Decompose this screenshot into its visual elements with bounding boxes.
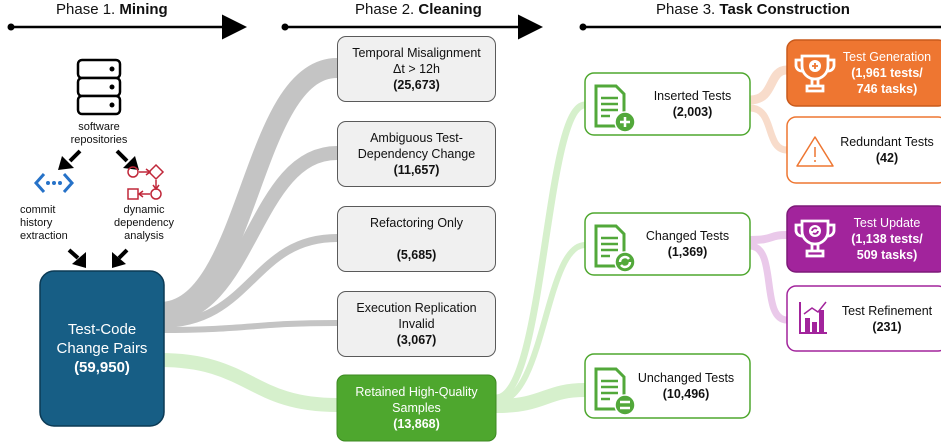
document-refresh-icon [594, 224, 636, 273]
task-redundant-tests: Redundant Tests (42) [840, 135, 934, 165]
cleaning-ambiguous-change: Ambiguous Test- Dependency Change (11,65… [337, 121, 496, 187]
orange-flows [749, 65, 788, 154]
green-flows-tests [495, 101, 587, 413]
test-update-box-bg [786, 205, 941, 273]
warning-icon [796, 136, 834, 167]
phase-2-title: Phase 2. Cleaning [355, 1, 482, 18]
trophy-plus-icon [794, 54, 836, 93]
dependency-analysis-label: dynamic dependency analysis [114, 204, 174, 242]
trophy-refresh-icon [794, 219, 836, 258]
test-code-change-pairs: Test-Code Change Pairs (59,950) [56, 321, 148, 376]
repositories-label: software repositories [70, 121, 128, 146]
cleaning-retained-samples: Retained High-Quality Samples (13,868) [355, 385, 478, 431]
changed-tests: Changed Tests (1,369) [645, 229, 730, 259]
task-test-generation: Test Generation (1,961 tests/ 746 tasks) [842, 50, 932, 96]
cleaning-refactoring-only: Refactoring Only (5,685) [337, 206, 496, 272]
task-test-update: Test Update (1,138 tests/ 509 tasks) [851, 216, 923, 262]
cleaning-temporal-misalignment: Temporal Misalignment Δt > 12h (25,673) [337, 36, 496, 102]
document-plus-icon [594, 84, 636, 133]
task-test-refinement: Test Refinement (231) [841, 303, 933, 334]
cleaning-execution-invalid: Execution Replication Invalid (3,067) [337, 291, 496, 357]
green-flow-retained [159, 353, 338, 412]
unchanged-tests: Unchanged Tests (10,496) [637, 371, 735, 401]
inserted-tests: Inserted Tests (2,003) [653, 89, 732, 119]
dependency-graph-icon [127, 163, 165, 200]
mining-arrows [58, 149, 139, 268]
document-equals-icon [594, 367, 636, 416]
gray-flows [158, 58, 339, 333]
task-icons [794, 54, 836, 334]
bar-chart-icon [799, 301, 827, 334]
phase-timelines [7, 14, 941, 40]
database-icon [76, 58, 122, 116]
phase-3-title: Phase 3. Task Construction [656, 1, 850, 18]
phase-1-title: Phase 1. Mining [56, 1, 168, 18]
purple-flows [749, 231, 788, 324]
test-code-change-pairs-box [39, 270, 165, 427]
code-commit-icon [33, 173, 75, 193]
commit-history-label: commit history extraction [20, 204, 68, 242]
document-icons [594, 84, 636, 416]
retained-samples-box-bg [336, 374, 497, 442]
